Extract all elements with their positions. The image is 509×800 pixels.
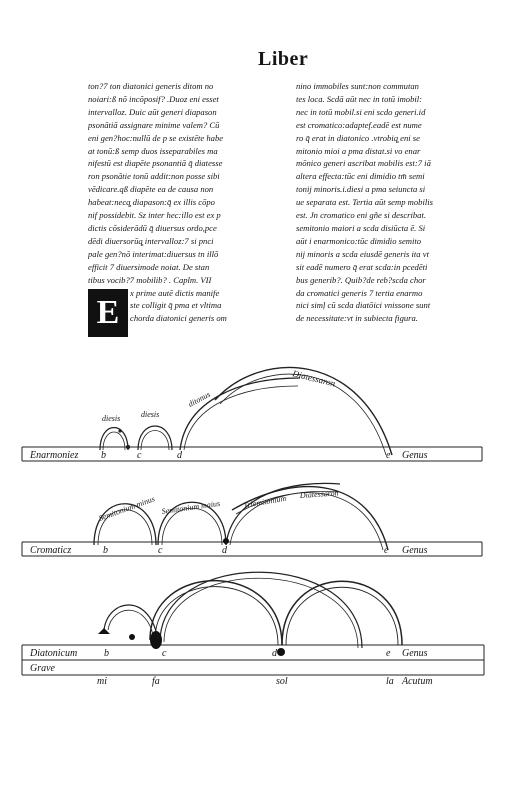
running-head: Liber — [258, 48, 309, 70]
text-line: nifestū est diapēte psonantiā q̄ diatess… — [88, 158, 223, 169]
solmization-syllable: fa — [152, 676, 160, 687]
text-line: efficit 7 diuersimode noiat. De stan — [88, 261, 210, 272]
text-line: de necessitate:vt in subiecta figura. — [296, 313, 418, 324]
text-line: tes loca. Scdā aūt nec in totū imobil: — [296, 93, 423, 104]
note-letter: d — [177, 450, 183, 461]
chapter-heading-line: tibus vocib?7 mobilib? . Caplm. VII — [88, 274, 212, 285]
text-line: chorda diatonici generis om — [130, 313, 227, 324]
text-line: mōnico generi ascribat mobilis est:7 iā — [296, 158, 431, 169]
text-line: intervalloz. Duic aūt generi diapason — [88, 106, 217, 117]
arc-label: diesis — [102, 414, 120, 423]
solmization-syllable: la — [386, 676, 394, 687]
note-letter: c — [137, 450, 142, 461]
text-line: ste colligit q̄ pma et vltima — [130, 300, 222, 311]
text-line: dictis cōsiderādū q̄ diuersus ordo,pce — [88, 222, 217, 233]
arc-label: Semitonium maius — [161, 499, 221, 516]
arc-label: Triemitonium — [243, 494, 287, 510]
text-line: mitonio mioi a pma distat.si vo enar — [296, 145, 421, 156]
text-line: dēdi diuersorūq̧ intervalloz:7 si pnci — [88, 235, 214, 246]
note-letter: b — [104, 648, 109, 659]
note-letter: c — [162, 648, 167, 659]
text-line: habeat:necq̧ diapason:q̄ ex illis cōpo — [88, 197, 215, 208]
text-line: tonij minoris.i.diesi a pma seiuncta si — [296, 184, 426, 195]
text-line: nino immobiles sunt:non commutan — [296, 81, 419, 91]
text-line: semitonio maiori a scda disiūcta ē. Si — [296, 222, 426, 233]
text-line: nici simļ cū scda diatōici vnissone sunt — [296, 300, 431, 311]
genus-label: Genus — [402, 450, 428, 461]
genus-label: Genus — [402, 648, 428, 659]
arc-label: diesis — [141, 410, 159, 419]
enharmonic-diagram: diesis diesis ditonus Diatessaron Enarmo… — [21, 366, 483, 462]
text-line: nif possidebit. Sz inter hec:illo est ex… — [88, 210, 221, 221]
diatonic-diagram: Diatonicum b c d e Genus Grave mi fa sol… — [21, 571, 485, 687]
text-line: eni gen?hoc:nullū de p se existēte habe — [88, 132, 224, 143]
text-line: est cromatico:adaptef.eadē est nume — [296, 119, 422, 130]
text-line: x prime autē dictis manife — [130, 287, 220, 298]
genus-label: Genus — [402, 545, 428, 556]
text-line: da cromatici generis 7 tertia enarmo — [296, 287, 423, 298]
text-line: vēdicare.qß diapēte ea de causa non — [88, 184, 214, 195]
text-line: psonātiā assignare minime valem? Cū — [88, 119, 220, 130]
note-letter: e — [384, 545, 389, 556]
pitch-row-label: Grave — [30, 663, 56, 674]
pitch-row-label: Acutum — [401, 676, 433, 687]
text-line: altera effecta:tūc eni dimidio tm̄ semi — [296, 171, 425, 182]
solmization-syllable: sol — [276, 676, 288, 687]
left-text-column: ton?7 ton diatonici generis ditom no noi… — [88, 80, 286, 337]
genus-name-label: Cromaticz — [30, 545, 71, 556]
arc-label: Diatessaron — [299, 488, 339, 500]
note-letter: d — [222, 545, 228, 556]
text-line: noiari:ß nõ incõposif? .Duoz eni esset — [88, 93, 219, 104]
text-line: ue separata est. Tertia aūt semp mobilis — [296, 197, 433, 208]
note-letter: e — [386, 450, 391, 461]
text-line: nec in totū mobil.si eni scdo generi.id — [296, 106, 426, 117]
drop-cap-paragraph: E x prime autē dictis manife ste colligi… — [88, 287, 286, 337]
text-line: at tonū:ß semp duos isseparabiles ma — [88, 145, 218, 156]
text-line: est. Jn cromatico eni gñe si describat. — [296, 210, 426, 221]
text-line: aūt i enarmonico:tūc dimidio semito — [296, 235, 422, 246]
genus-name-label: Enarmoniez — [29, 450, 78, 461]
note-letter: e — [386, 648, 391, 659]
text-line: bus generib?. Quib?de reb?scda chor — [296, 274, 426, 285]
note-letter: b — [103, 545, 108, 556]
note-letter: d — [272, 648, 278, 659]
solmization-syllable: mi — [97, 676, 107, 687]
right-text-column: nino immobiles sunt:non commutan tes loc… — [296, 80, 492, 325]
note-letter: b — [101, 450, 106, 461]
text-line: ro q̄ erat in diatonico .vtrobiq̧ eni se — [296, 132, 420, 143]
text-line: nij minoris a scda eiusdē generis ita vt — [296, 248, 429, 259]
chromatic-diagram: Semitonium minus Semitonium maius Triemi… — [21, 482, 483, 557]
genus-name-label: Diatonicum — [29, 648, 77, 659]
arc-label: ditonus — [187, 390, 212, 409]
arc-label: Semitonium minus — [98, 494, 156, 523]
drop-cap-initial: E — [88, 288, 128, 337]
text-line: ron psonātie tonū addit:non posse sibi — [88, 171, 220, 182]
text-line: pale gen?nō interimat:diuersus tn illō — [88, 248, 219, 259]
note-letter: c — [158, 545, 163, 556]
text-line: sit eadē numero q̄ erat scda:in pcedēti — [296, 261, 428, 272]
text-line: ton?7 ton diatonici generis ditom no — [88, 81, 214, 91]
